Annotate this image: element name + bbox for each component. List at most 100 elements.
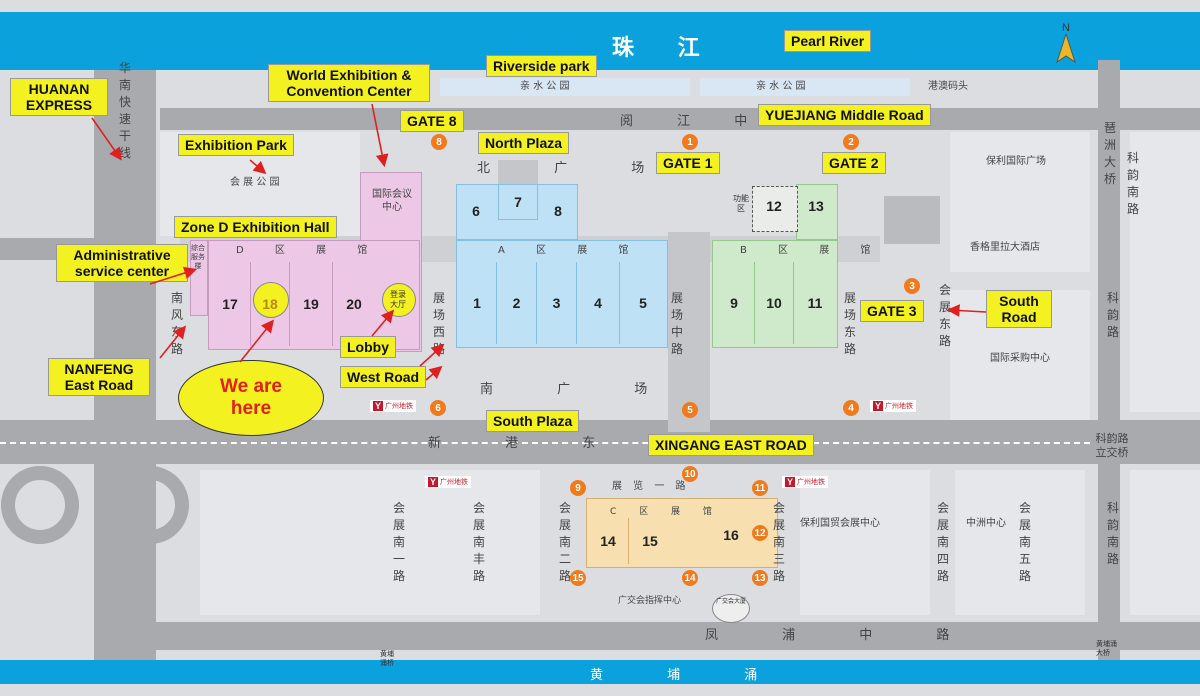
xingang-road-zh: 新 港 东 路 xyxy=(428,436,703,451)
gate-8-marker[interactable]: 8 xyxy=(431,134,447,150)
north-plaza-passage xyxy=(498,160,538,184)
huizhan-s4-zh: 会展南四路 xyxy=(936,501,949,583)
hall-15[interactable]: 15 xyxy=(642,533,658,549)
gate-15-marker[interactable]: 15 xyxy=(570,570,586,586)
hall-16[interactable]: 16 xyxy=(723,527,739,543)
hall-11[interactable]: 11 xyxy=(807,295,823,311)
exhibition-park-zh: 会 展 公 园 xyxy=(230,177,280,188)
keyun-road2-zh: 科韵路 xyxy=(1106,291,1119,339)
riverside-park-strip-2 xyxy=(700,78,910,96)
zone-c-zh: C 区 展 馆 xyxy=(610,507,722,517)
hall-4[interactable]: 4 xyxy=(577,262,620,344)
se-block xyxy=(1130,470,1200,615)
baoli-trade-block xyxy=(800,470,930,615)
label-south-road: South Road xyxy=(986,290,1052,328)
hall-6[interactable]: 6 xyxy=(472,203,480,219)
pazhou-bridge-zh: 琶洲大桥 xyxy=(1103,121,1116,186)
pearl-river xyxy=(0,12,1200,70)
gate-13-marker[interactable]: 13 xyxy=(752,570,768,586)
hall-12[interactable]: 12 xyxy=(766,198,782,214)
gongneng-zh: 功能区 xyxy=(733,194,749,213)
baoli-trade-zh: 保利国贸会展中心 xyxy=(800,518,880,529)
hall-18[interactable]: 18 xyxy=(251,262,290,346)
shangri-la-building xyxy=(884,196,940,244)
label-south-plaza: South Plaza xyxy=(486,410,580,432)
hall-7[interactable]: 7 xyxy=(498,184,538,220)
label-pearl-river: Pearl River xyxy=(784,30,872,52)
zone-b-hall xyxy=(712,240,838,348)
label-gate-1: GATE 1 xyxy=(656,152,720,174)
gate-12-marker[interactable]: 12 xyxy=(752,525,768,541)
hall-19[interactable]: 19 xyxy=(290,262,333,346)
baoli-plaza-zh: 保利国际广场 xyxy=(986,156,1046,167)
zone-b-zh: B 区 展 馆 xyxy=(740,245,885,256)
keyun-interchange-zh: 科韵路立交桥 xyxy=(1095,432,1129,459)
label-gate-8: GATE 8 xyxy=(400,110,464,132)
label-world-center: World Exhibition & Convention Center xyxy=(268,64,430,102)
gate-9-marker[interactable]: 9 xyxy=(570,480,586,496)
riverside-park-strip xyxy=(440,78,690,96)
procurement-zh: 国际采购中心 xyxy=(990,353,1050,364)
zhongzhou-zh: 中洲中心 xyxy=(966,518,1006,529)
huizhan-s1-zh: 会展南一路 xyxy=(392,501,405,583)
hall-5[interactable]: 5 xyxy=(639,295,647,311)
we-are-here-bubble: We are here xyxy=(178,360,324,436)
huizhan-s2-zh: 会展南二路 xyxy=(558,501,571,583)
huizhan-s3-zh: 会展南三路 xyxy=(772,501,785,583)
hall-1[interactable]: 1 xyxy=(458,262,497,344)
east-road-zh: 展场东路 xyxy=(843,291,856,356)
shangri-la-zh: 香格里拉大酒店 xyxy=(970,242,1040,253)
huangpu-river-zh: 黄 埔 涌 xyxy=(590,668,788,683)
hall-12-box xyxy=(752,186,798,232)
gate-2-marker[interactable]: 2 xyxy=(843,134,859,150)
label-admin-center: Administrative service center xyxy=(56,244,188,282)
keyun-south-zh: 科韵南路 xyxy=(1106,501,1119,566)
huangpuyong-bridge-zh: 黄埔涌桥 xyxy=(380,650,394,667)
wharf-zh: 港澳码头 xyxy=(928,81,968,92)
pazhou-bridge-road xyxy=(1098,60,1120,660)
admin-building-zh: 综合服务楼 xyxy=(191,244,205,270)
huangpuyong-bridge2-zh: 黄埔涌大桥 xyxy=(1096,640,1117,657)
hall-2[interactable]: 2 xyxy=(497,262,537,344)
label-west-road: West Road xyxy=(340,366,427,388)
gate-11-marker[interactable]: 11 xyxy=(752,480,768,496)
hall-13[interactable]: 13 xyxy=(808,198,824,214)
middle-road-zh: 展场中路 xyxy=(670,291,683,356)
gate-6-marker[interactable]: 6 xyxy=(430,400,446,416)
hall-9[interactable]: 9 xyxy=(714,262,755,344)
huangpu-river xyxy=(0,660,1200,684)
zhongzhou-block xyxy=(955,470,1085,615)
zhanlan-road-zh: 展 览 一 路 xyxy=(612,481,690,492)
label-riverside-park: Riverside park xyxy=(486,55,597,77)
hall-3[interactable]: 3 xyxy=(537,262,577,344)
gate-5-marker[interactable]: 5 xyxy=(682,402,698,418)
gate-4-marker[interactable]: 4 xyxy=(843,400,859,416)
south-road-zh: 会展东路 xyxy=(938,283,951,348)
gate-1-marker[interactable]: 1 xyxy=(682,134,698,150)
label-huanan-express: HUANAN EXPRESS xyxy=(10,78,108,116)
hall-8[interactable]: 8 xyxy=(554,203,562,219)
gate-3-marker[interactable]: 3 xyxy=(904,278,920,294)
label-exhibition-park: Exhibition Park xyxy=(178,134,294,156)
label-gate-3: GATE 3 xyxy=(860,300,924,322)
huizhan-sfeng-zh: 会展南丰路 xyxy=(472,501,485,583)
east-block xyxy=(1130,132,1200,412)
interchange-loops xyxy=(1,466,189,544)
huanan-express-zh: 华南快速干线 xyxy=(118,61,131,160)
sw-block xyxy=(200,470,540,615)
zone-c-hall xyxy=(586,498,778,568)
label-zone-d: Zone D Exhibition Hall xyxy=(174,216,337,238)
hall-14[interactable]: 14 xyxy=(588,518,629,564)
hall-17[interactable]: 17 xyxy=(210,262,251,346)
hall-10[interactable]: 10 xyxy=(755,262,794,344)
hall-20[interactable]: 20 xyxy=(346,296,362,312)
gate-14-marker[interactable]: 14 xyxy=(682,570,698,586)
gate-10-marker[interactable]: 10 xyxy=(682,466,698,482)
baoli-plaza-block xyxy=(950,132,1090,272)
